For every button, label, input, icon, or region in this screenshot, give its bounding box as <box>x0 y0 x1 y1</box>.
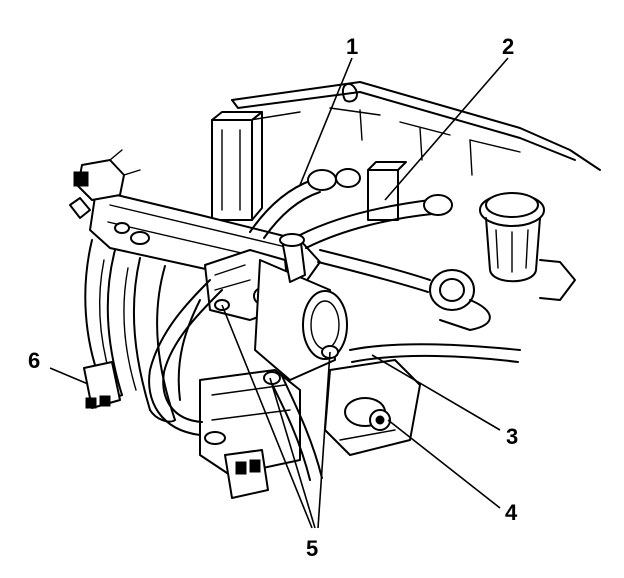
callout-1: 1 <box>346 34 358 59</box>
leader-6 <box>49 367 89 385</box>
valve-cover <box>231 81 601 176</box>
callout-labels: 1 2 3 4 5 6 <box>28 34 518 561</box>
map-sensor <box>69 149 141 219</box>
leader-5b <box>269 377 316 529</box>
callout-leaders <box>49 57 509 529</box>
callout-6: 6 <box>28 348 40 373</box>
callout-3: 3 <box>506 424 518 449</box>
idle-air-sensor <box>83 361 121 409</box>
leader-1 <box>299 57 353 186</box>
callout-4: 4 <box>505 500 518 525</box>
coil-pack <box>211 111 407 221</box>
vacuum-hoses <box>148 168 521 481</box>
vacuum-canister <box>254 233 348 381</box>
leader-5a <box>221 304 313 529</box>
oil-filler-cap <box>479 192 576 301</box>
leader-3 <box>371 354 501 431</box>
leader-2 <box>384 57 509 201</box>
callout-2: 2 <box>502 34 514 59</box>
callout-5: 5 <box>306 536 318 561</box>
leader-4 <box>387 419 501 509</box>
egr-valve <box>324 359 421 456</box>
leader-5c <box>317 351 331 529</box>
